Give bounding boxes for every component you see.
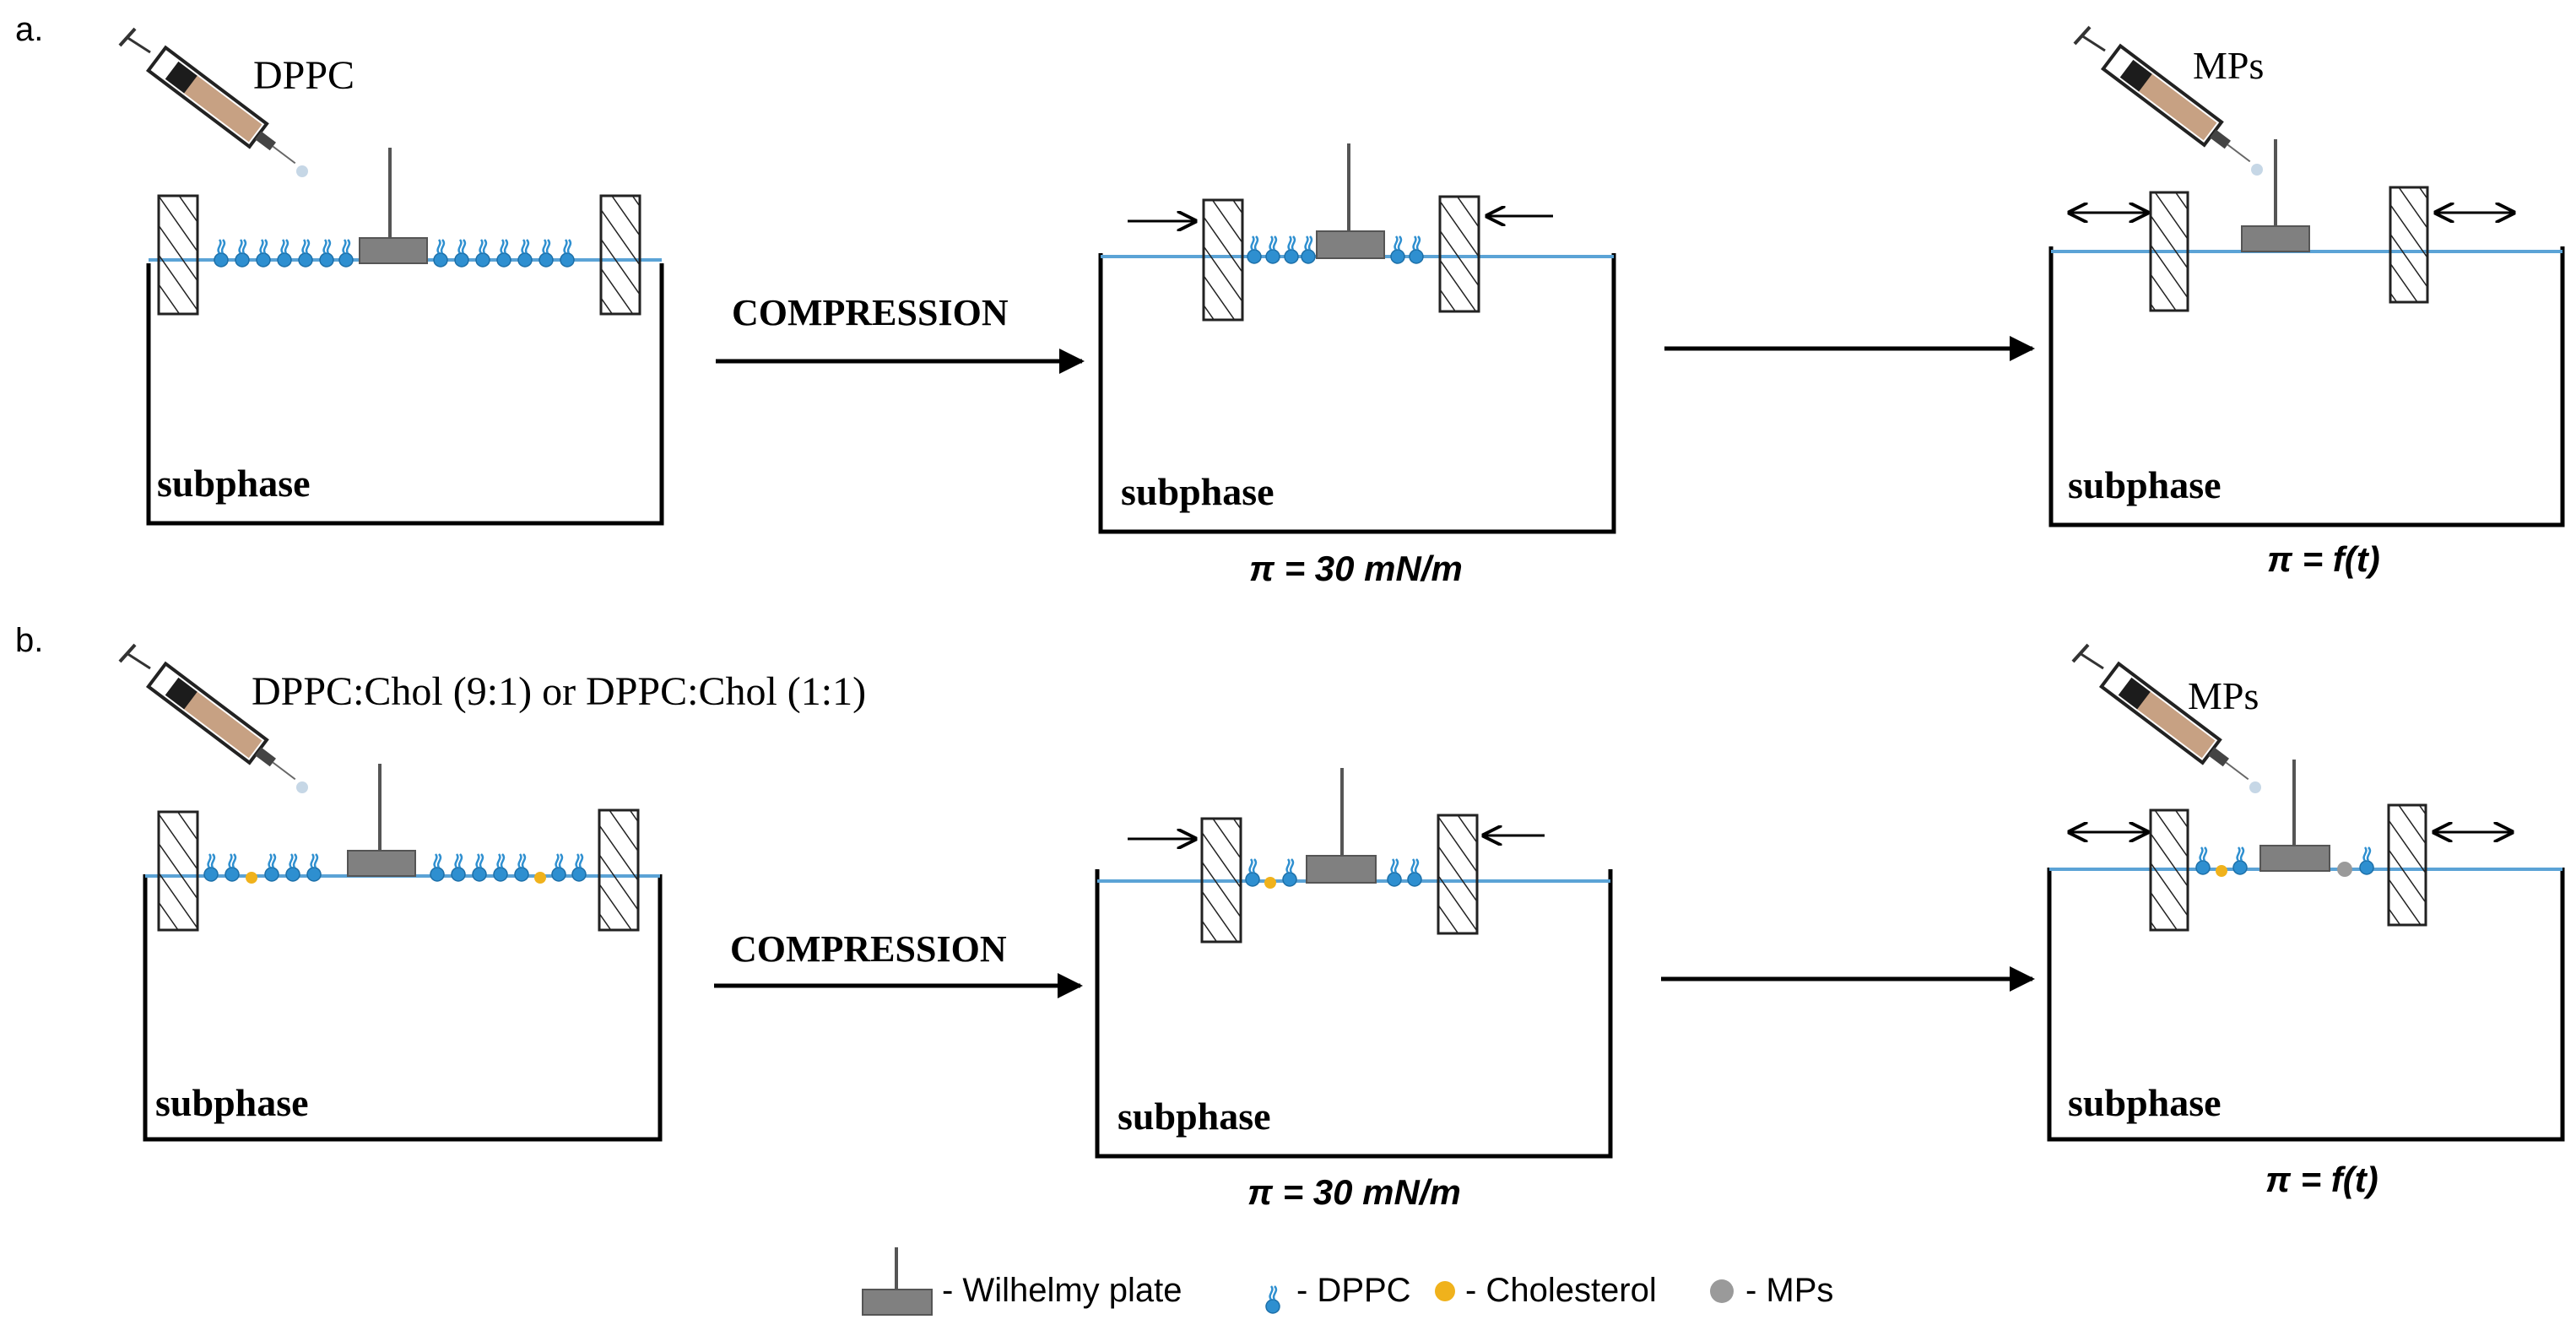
dppc-chol-mps-monolayer <box>2194 846 2375 877</box>
subphase-label: subphase <box>2068 1081 2222 1124</box>
barrier-right <box>2387 803 2427 927</box>
cholesterol <box>534 872 546 884</box>
cholesterol-icon <box>1435 1281 1455 1301</box>
subphase-label: subphase <box>1121 470 1274 513</box>
panel-b-reagent: DPPC:Chol (9:1) or DPPC:Chol (1:1) <box>252 669 866 714</box>
barrier-left <box>157 810 199 932</box>
syringe-icon <box>2071 643 2263 795</box>
subphase-label: subphase <box>1118 1095 1271 1138</box>
barrier-left <box>1200 817 1242 944</box>
legend-dppc: - DPPC <box>1296 1272 1411 1309</box>
barrier-right <box>1438 195 1480 313</box>
surface-pressure-label: π = 30 mN/m <box>1247 1172 1461 1212</box>
compression-label: COMPRESSION <box>732 292 1009 333</box>
cholesterol <box>246 872 257 884</box>
panel-b: b. DPPC:Chol (9:1) or DPPC:Chol (1:1) su… <box>15 622 2565 1212</box>
legend-wilhelmy: - Wilhelmy plate <box>942 1272 1182 1309</box>
panel-a-label: a. <box>15 11 43 48</box>
barrier-right <box>2389 186 2429 304</box>
subphase-label: subphase <box>155 1081 309 1124</box>
wilhelmy-plate <box>359 237 428 264</box>
barrier-left <box>2149 191 2189 312</box>
mps-icon <box>1710 1279 1734 1303</box>
panel-b-stage-2: subphase π = 30 mN/m <box>1095 768 1613 1212</box>
legend-cholesterol: - Cholesterol <box>1465 1272 1657 1309</box>
surface-pressure-label: π = f(t) <box>2265 1160 2378 1199</box>
cholesterol <box>1264 877 1276 889</box>
barrier-left <box>1202 198 1244 322</box>
microplastic <box>2337 862 2352 877</box>
wilhelmy-plate <box>1316 230 1385 259</box>
barrier-right <box>599 194 641 316</box>
panel-b-stage-3: MPs subphase π = f(t) <box>2047 643 2565 1199</box>
subphase-label: subphase <box>157 462 311 505</box>
trough <box>2047 868 2565 1142</box>
panel-b-label: b. <box>15 622 43 659</box>
legend-mps: - MPs <box>1745 1272 1833 1309</box>
syringe-icon <box>118 643 310 795</box>
dppc-chol-monolayer <box>1244 857 1423 889</box>
barrier-right <box>598 808 640 932</box>
trough <box>1098 253 1616 534</box>
wilhelmy-plate <box>2259 845 2330 872</box>
trough <box>2048 246 2565 527</box>
wilhelmy-plate <box>347 850 416 877</box>
panel-b-stage-1: DPPC:Chol (9:1) or DPPC:Chol (1:1) subph… <box>118 643 866 1142</box>
trough <box>146 263 664 526</box>
barrier-left <box>157 194 199 316</box>
injection-label: MPs <box>2193 44 2264 87</box>
cholesterol <box>2216 865 2227 877</box>
wilhelmy-plate-icon <box>862 1289 933 1316</box>
compression-label: COMPRESSION <box>730 928 1007 970</box>
panel-a: a. DPPC subphase COMPRESSION <box>15 11 2565 588</box>
wilhelmy-plate <box>2241 225 2310 252</box>
subphase-label: subphase <box>2068 463 2222 506</box>
trough <box>1095 869 1613 1159</box>
trough <box>143 874 663 1142</box>
surface-pressure-label: π = f(t) <box>2267 539 2380 579</box>
panel-a-reagent: DPPC <box>253 53 354 98</box>
dppc-icon <box>1264 1284 1281 1315</box>
wilhelmy-plate <box>1306 855 1377 884</box>
barrier-right <box>1437 814 1479 935</box>
legend: - Wilhelmy plate - DPPC - Cholesterol - … <box>862 1247 1833 1316</box>
injection-label: MPs <box>2188 674 2259 717</box>
panel-a-stage-3: MPs subphase π = f(t) <box>2048 25 2565 579</box>
barrier-left <box>2149 808 2189 932</box>
dppc-chol-monolayer <box>203 852 587 884</box>
panel-a-stage-2: subphase π = 30 mN/m <box>1098 143 1616 588</box>
surface-pressure-label: π = 30 mN/m <box>1249 549 1463 588</box>
syringe-icon <box>118 27 310 179</box>
panel-a-stage-1: DPPC subphase <box>118 27 664 526</box>
